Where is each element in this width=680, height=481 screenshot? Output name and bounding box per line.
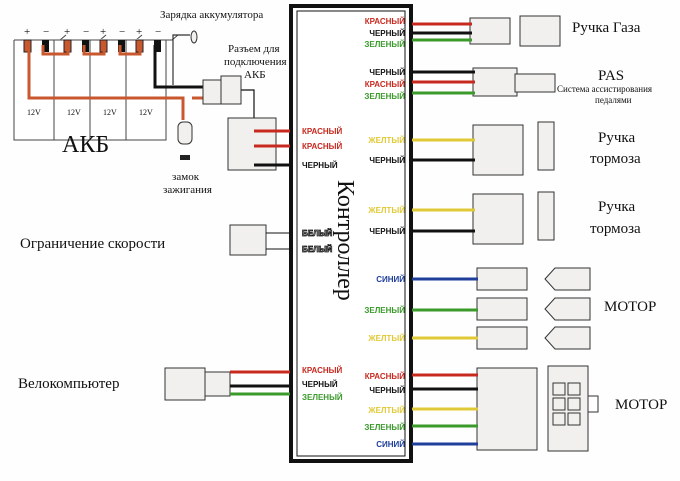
- throttle-label: Ручка Газа: [572, 20, 641, 36]
- wire-label: ЧЕРНЫЙ: [369, 386, 405, 395]
- controller-title: Контроллер: [332, 180, 358, 301]
- speed-limit-label: Ограничение скорости: [20, 236, 165, 252]
- charge-label: Зарядка аккумулятора: [160, 9, 263, 21]
- minus-sign: −: [155, 26, 161, 38]
- wire-label: КРАСНЫЙ: [302, 127, 342, 136]
- cell-voltage: 12V: [103, 108, 117, 117]
- battery-wiring: [27, 34, 255, 120]
- connector-label-2: подключения: [224, 56, 287, 68]
- battery-connector-a: [202, 79, 222, 105]
- wire-label: ЖЕЛТЫЙ: [367, 206, 405, 215]
- wire-label: ЧЕРНЫЙ: [369, 29, 405, 38]
- cell-voltage: 12V: [67, 108, 81, 117]
- minus-sign: −: [83, 26, 89, 38]
- brake1-label-2: тормоза: [590, 151, 641, 167]
- battery-pack: 12V+−12V+−12V+−12V+−: [13, 26, 179, 141]
- wire-label: КРАСНЫЙ: [365, 372, 405, 381]
- wire-label: ЖЕЛТЫЙ: [367, 334, 405, 343]
- speed-limit-connector: [229, 224, 267, 256]
- wire-label: ЧЕРНЫЙ: [369, 227, 405, 236]
- ignition-lock: [177, 121, 193, 145]
- plus-sign: +: [136, 26, 142, 38]
- wire-label: КРАСНЫЙ: [302, 142, 342, 151]
- connector-label-3: АКБ: [244, 69, 266, 81]
- brake1-label-1: Ручка: [598, 130, 635, 146]
- wire-label: ЗЕЛЕНЫЙ: [364, 306, 405, 315]
- wire-labels: КРАСНЫЙ ЧЕРНЫЙ ЗЕЛЕНЫЙ ЧЕРНЫЙ КРАСНЫЙ ЗЕЛЕНЫЙ…: [302, 17, 406, 449]
- ignition-label-2: зажигания: [163, 184, 212, 196]
- battery-cell: 12V + −: [125, 26, 179, 141]
- wire-label: ЗЕЛЕНЫЙ: [364, 423, 405, 432]
- plus-sign: +: [24, 26, 30, 38]
- controller-battery-connector: [227, 117, 277, 171]
- minus-sign: −: [119, 26, 125, 38]
- pas-sublabel-1: Система ассистирования: [557, 84, 652, 94]
- motor-phase-label: МОТОР: [604, 299, 656, 315]
- wire-label: ЖЕЛТЫЙ: [367, 136, 405, 145]
- connector-label-1: Разъем для: [228, 43, 280, 55]
- motor-hall-label: МОТОР: [615, 397, 667, 413]
- pas-sublabel-2: педалями: [595, 95, 632, 105]
- battery-connector-b: [220, 75, 242, 105]
- controller-box: [289, 4, 413, 463]
- cell-voltage: 12V: [139, 108, 153, 117]
- minus-sign: −: [43, 26, 49, 38]
- cyclocomputer-connector: [164, 367, 206, 401]
- pas-label: PAS: [598, 68, 624, 84]
- wire-label: КРАСНЫЙ: [365, 17, 405, 26]
- wire-label: ЧЕРНЫЙ: [369, 68, 405, 77]
- ignition-key: [180, 155, 190, 160]
- cyclocomputer-label: Велокомпьютер: [18, 376, 119, 392]
- wire-label: ЗЕЛЕНЫЙ: [364, 92, 405, 101]
- wire-label: БЕЛЫЙ: [302, 229, 333, 238]
- wire-label: ЧЕРНЫЙ: [302, 161, 338, 170]
- wire-label: ЗЕЛЕНЫЙ: [302, 393, 343, 402]
- wire-label: СИНИЙ: [376, 440, 405, 449]
- brake2-label-2: тормоза: [590, 221, 641, 237]
- wire-label: КРАСНЫЙ: [302, 366, 342, 375]
- wire-label: СИНИЙ: [376, 275, 405, 284]
- ignition-label-1: замок: [172, 171, 200, 183]
- wire-label: ЧЕРНЫЙ: [302, 380, 338, 389]
- plus-sign: +: [100, 26, 106, 38]
- wire-label: БЕЛЫЙ: [302, 245, 333, 254]
- wire-label: ЧЕРНЫЙ: [369, 156, 405, 165]
- wire-label: КРАСНЫЙ: [365, 80, 405, 89]
- charge-port: [190, 30, 198, 44]
- plus-sign: +: [64, 26, 70, 38]
- cell-voltage: 12V: [27, 108, 41, 117]
- brake2-label-1: Ручка: [598, 199, 635, 215]
- wires: [230, 22, 478, 446]
- wire-label: ЗЕЛЕНЫЙ: [364, 40, 405, 49]
- right-connectors: [469, 15, 599, 452]
- battery-label: АКБ: [62, 132, 109, 158]
- wire-label: ЖЕЛТЫЙ: [367, 406, 405, 415]
